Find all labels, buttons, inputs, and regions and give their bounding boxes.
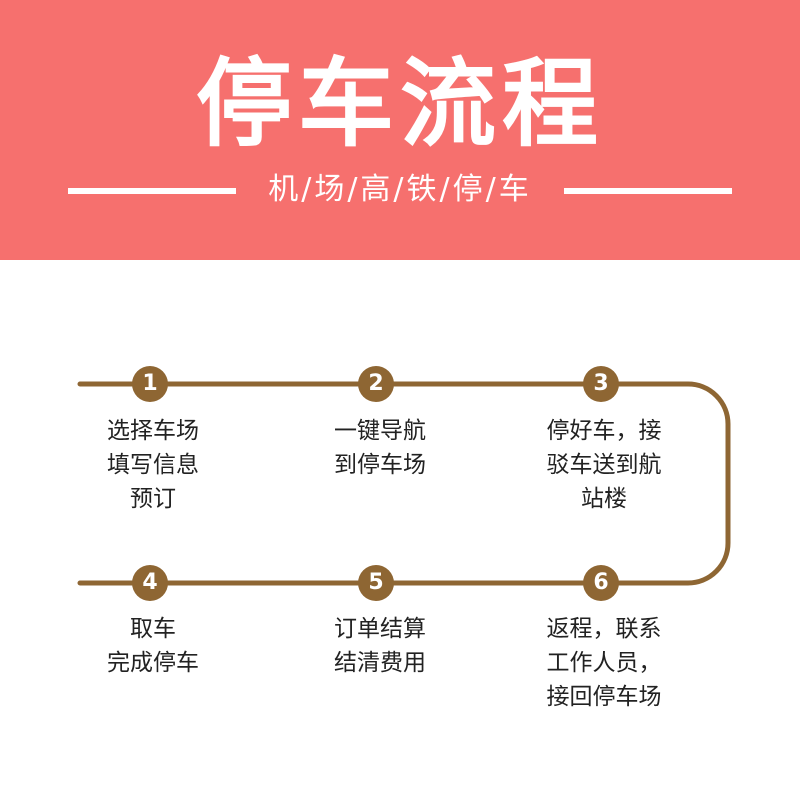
header-banner: 停车流程 机/场/高/铁/停/车 <box>0 0 800 260</box>
step-6-text: 返程，联系 工作人员， 接回停车场 <box>546 616 662 710</box>
step-2-text: 一键导航 到停车场 <box>334 418 426 478</box>
step-1-marker <box>132 366 168 402</box>
step-6-number: 6 <box>593 570 609 595</box>
step-5-number: 5 <box>368 570 384 595</box>
step-3-text: 停好车，接 驳车送到航 站楼 <box>546 418 662 512</box>
subtitle-divider-left <box>68 188 236 194</box>
step-1-number: 1 <box>142 371 158 396</box>
step-3-number: 3 <box>593 371 609 396</box>
page-title: 停车流程 <box>196 48 604 160</box>
step-5-marker <box>358 565 394 601</box>
step-4-marker <box>132 565 168 601</box>
flow-path <box>77 381 731 586</box>
step-3-marker <box>583 366 619 402</box>
step-5-text: 订单结算 结清费用 <box>334 616 426 676</box>
subtitle-divider-right <box>564 188 732 194</box>
step-1-text: 选择车场 填写信息 预订 <box>107 418 199 512</box>
step-2-marker <box>358 366 394 402</box>
step-4-number: 4 <box>142 570 158 595</box>
page-subtitle: 机/场/高/铁/停/车 <box>268 172 532 207</box>
step-6-marker <box>583 565 619 601</box>
step-4-text: 取车 完成停车 <box>107 616 199 676</box>
step-2-number: 2 <box>368 371 384 396</box>
